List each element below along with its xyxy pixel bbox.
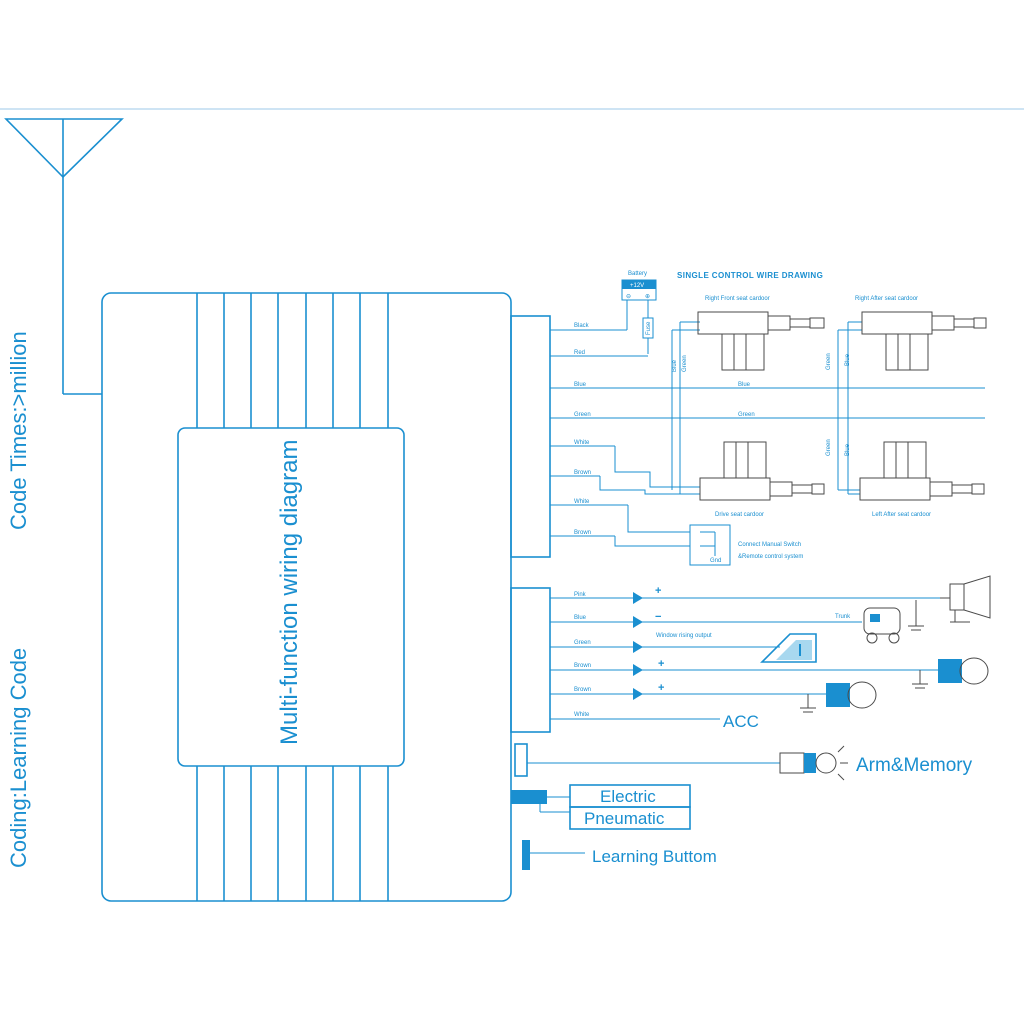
v-label-green-1: Green	[682, 355, 688, 372]
upper-connector	[510, 315, 551, 558]
arm-connector	[514, 743, 528, 777]
drive-seat-actuator	[699, 441, 825, 501]
learning-button-group: Learning Buttom	[522, 840, 717, 870]
lower-output-section: + − + + Window rising output Trunk	[550, 575, 991, 731]
wire-label-green-mid: Green	[738, 412, 755, 418]
mode-selector: Electric Pneumatic	[511, 784, 691, 830]
lower-wire-2: Green	[574, 640, 591, 646]
v-label-blue-1: Blue	[672, 359, 678, 372]
v-label-green-2: Green	[826, 353, 832, 370]
lamp-icon-1	[912, 657, 989, 689]
battery-voltage: +12V	[630, 283, 644, 289]
siren-icon	[940, 575, 991, 623]
sign-0: +	[655, 585, 661, 597]
side-text-bottom: Coding:Learning Code	[6, 648, 31, 868]
upper-wire-2: Blue	[574, 382, 587, 388]
single-control-section: SINGLE CONTROL WIRE DRAWING Battery +12V…	[550, 271, 987, 566]
lower-wire-4: Brown	[574, 687, 591, 693]
right-after-label: Right After seat cardoor	[855, 296, 918, 302]
upper-wire-7: Brown	[574, 530, 591, 536]
left-after-label: Left After seat cardoor	[872, 512, 931, 518]
arm-memory-group: Arm&Memory	[527, 745, 973, 781]
lower-wire-5: White	[574, 712, 590, 718]
side-text-top: Code Times:>million	[6, 331, 31, 530]
upper-wire-3: Green	[574, 412, 591, 418]
upper-wire-5: Brown	[574, 470, 591, 476]
upper-wire-1: Red	[574, 350, 585, 356]
svg-text:⊕: ⊕	[645, 294, 650, 300]
svg-text:⊖: ⊖	[626, 294, 631, 300]
right-front-label: Right Front seat cardoor	[705, 296, 770, 302]
v-label-green-3: Green	[826, 439, 832, 456]
lower-connector	[510, 587, 551, 733]
upper-wire-6: White	[574, 499, 590, 505]
electric-label: Electric	[600, 787, 656, 806]
control-unit: Multi-function wiring diagram	[101, 292, 512, 902]
lamp-icon-2	[800, 681, 877, 713]
window-output-label: Window rising output	[656, 633, 712, 639]
trunk-label: Trunk	[835, 614, 851, 620]
single-control-title: SINGLE CONTROL WIRE DRAWING	[677, 271, 823, 280]
lower-wire-1: Blue	[574, 615, 587, 621]
window-icon	[760, 633, 817, 663]
acc-label: ACC	[723, 712, 759, 731]
wire-label-blue-mid: Blue	[738, 382, 751, 388]
car-trunk-icon	[863, 600, 924, 644]
learning-button-label: Learning Buttom	[592, 847, 717, 866]
left-after-actuator	[859, 441, 985, 501]
sign-3: +	[658, 658, 664, 670]
lower-wire-0: Pink	[574, 592, 587, 598]
manual-switch-box	[689, 524, 731, 566]
upper-wire-0: Black	[574, 323, 590, 329]
lower-wire-labels: Pink Blue Green Brown Brown White	[574, 592, 591, 718]
upper-wire-4: White	[574, 440, 590, 446]
pneumatic-label: Pneumatic	[584, 809, 665, 828]
main-label: Multi-function wiring diagram	[276, 440, 303, 745]
fuse-label: Fuse	[646, 321, 652, 335]
drive-seat-label: Drive seat cardoor	[715, 512, 764, 518]
right-front-actuator	[697, 311, 825, 371]
battery-label: Battery	[628, 271, 647, 277]
upper-wire-labels: Black Red Blue Green White Brown White B…	[574, 323, 591, 536]
sign-4: +	[658, 682, 664, 694]
v-label-blue-3: Blue	[845, 443, 851, 456]
connect-line-1: Connect Manual Switch	[738, 542, 801, 548]
gnd-label: Gnd	[710, 558, 721, 564]
lower-wire-3: Brown	[574, 663, 591, 669]
antenna-icon	[4, 118, 124, 395]
right-after-actuator	[861, 311, 987, 371]
connect-line-2: &Remote control system	[738, 554, 803, 560]
v-label-blue-2: Blue	[845, 353, 851, 366]
arm-memory-label: Arm&Memory	[856, 755, 973, 776]
sign-1: −	[655, 611, 661, 623]
